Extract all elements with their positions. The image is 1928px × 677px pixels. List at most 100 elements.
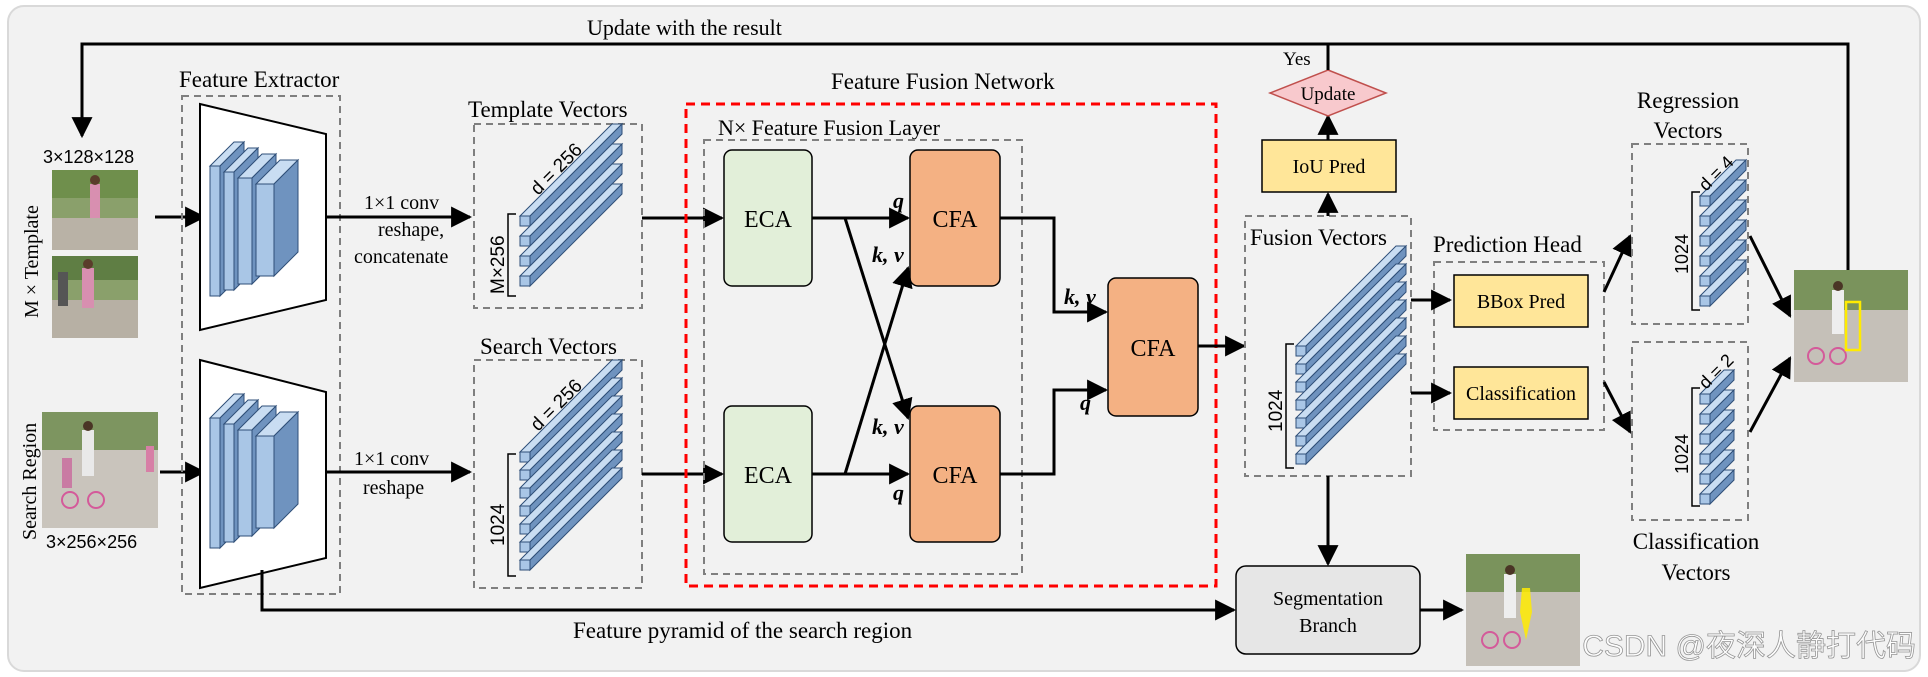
template-backbone bbox=[199, 102, 327, 332]
classification-vector-bar bbox=[1698, 388, 1736, 426]
yes-label: Yes bbox=[1283, 49, 1311, 70]
fusion-vectors-title: Fusion Vectors bbox=[1250, 225, 1387, 250]
classification-vector-stack bbox=[1698, 368, 1736, 506]
search-side-label: Search Region bbox=[19, 423, 41, 540]
classification-title-2: Vectors bbox=[1662, 560, 1731, 585]
classification-vector-bar bbox=[1698, 408, 1736, 446]
search-image bbox=[42, 412, 158, 528]
search-backbone bbox=[199, 358, 327, 590]
q-bottom-label: q bbox=[893, 480, 904, 505]
fusion-network-title: Feature Fusion Network bbox=[831, 69, 1055, 94]
regression-vector-bar bbox=[1698, 178, 1748, 228]
prediction-head-box bbox=[1433, 261, 1605, 431]
output-image bbox=[1794, 270, 1908, 382]
template-vector-bar bbox=[518, 122, 624, 228]
search-n-label: 1024 bbox=[488, 503, 509, 546]
classification-to-output-arrow bbox=[1748, 356, 1792, 433]
eca-top-to-cfa-bottom bbox=[843, 217, 913, 421]
regression-vector-stack bbox=[1698, 158, 1748, 308]
search-vectors-bracket bbox=[507, 453, 516, 577]
kv-top-label: k, v bbox=[872, 242, 904, 267]
iou-pred-block bbox=[1261, 139, 1397, 193]
template-side-label: M × Template bbox=[21, 205, 43, 318]
segmentation-line1: Segmentation bbox=[1273, 588, 1383, 610]
fusion-vector-bar bbox=[1294, 352, 1408, 466]
segmentation-block bbox=[1235, 565, 1421, 655]
regression-vector-bar bbox=[1698, 218, 1748, 268]
pyramid-label: Feature pyramid of the search region bbox=[573, 618, 913, 643]
regression-to-output-arrow bbox=[1748, 235, 1792, 318]
classification-bracket bbox=[1691, 387, 1700, 507]
regression-title-1: Regression bbox=[1637, 88, 1740, 113]
fusion-vector-stack bbox=[1294, 244, 1408, 466]
cfa-bottom-to-final bbox=[1000, 379, 1109, 476]
kv-bottom-label: k, v bbox=[872, 414, 904, 439]
watermark: CSDN @夜深人静打代码 bbox=[1582, 630, 1916, 663]
regression-n-label: 1024 bbox=[1672, 234, 1692, 274]
classification-vector-bar bbox=[1698, 448, 1736, 486]
regression-vectors-box bbox=[1631, 143, 1749, 325]
final-cfa-label: CFA bbox=[1131, 336, 1177, 362]
bbox-to-regression-arrow bbox=[1602, 234, 1632, 293]
feedback-label: Update with the result bbox=[587, 15, 782, 40]
classification-vector-bar bbox=[1698, 428, 1736, 466]
fusion-layer-box bbox=[703, 139, 1023, 575]
template-vectors-bracket bbox=[507, 213, 516, 297]
template-vectors-title: Template Vectors bbox=[468, 97, 628, 122]
search-vector-stack bbox=[518, 358, 624, 572]
template-size-label: 3×128×128 bbox=[43, 147, 134, 167]
eca-bottom-to-cfa-top bbox=[843, 265, 913, 475]
eca-bottom-label: ECA bbox=[744, 463, 793, 489]
cfa-top-label: CFA bbox=[933, 207, 979, 233]
segmentation-line2: Branch bbox=[1299, 615, 1357, 637]
classification-label: Classification bbox=[1466, 383, 1576, 405]
final-q-label: q bbox=[1080, 390, 1091, 415]
template-vectors-box bbox=[473, 123, 643, 309]
background-panel bbox=[7, 5, 1921, 672]
cfa-top-to-final bbox=[1000, 216, 1109, 323]
fusion-layer-title: N× Feature Fusion Layer bbox=[718, 115, 941, 140]
regression-vector-bar bbox=[1698, 158, 1748, 208]
search-backbone-layer bbox=[254, 410, 300, 530]
regression-vector-bar bbox=[1698, 258, 1748, 308]
classification-block bbox=[1453, 366, 1589, 420]
update-label: Update bbox=[1301, 84, 1356, 105]
pyramid-line bbox=[260, 570, 1237, 621]
search-conv-line2: reshape bbox=[363, 477, 424, 499]
classification-vector-bar bbox=[1698, 368, 1736, 406]
regression-bracket bbox=[1691, 191, 1700, 311]
segmentation-mask-image bbox=[1466, 554, 1580, 666]
regression-title-2: Vectors bbox=[1654, 118, 1723, 143]
template-backbone-layer bbox=[254, 158, 300, 278]
feedback-line bbox=[71, 42, 1850, 272]
template-vector-bar bbox=[518, 142, 624, 248]
cls-to-classification-arrow bbox=[1602, 381, 1632, 434]
search-conv-line1: 1×1 conv bbox=[354, 448, 429, 470]
feature-extractor-title: Feature Extractor bbox=[179, 67, 340, 92]
classification-vector-bar bbox=[1698, 468, 1736, 506]
bbox-pred-label: BBox Pred bbox=[1477, 291, 1565, 313]
regression-vector-bar bbox=[1698, 198, 1748, 248]
cfa-bottom-label: CFA bbox=[933, 463, 979, 489]
search-vectors-title: Search Vectors bbox=[480, 334, 617, 359]
classification-n-label: 1024 bbox=[1672, 434, 1692, 474]
regression-vector-bar bbox=[1698, 238, 1748, 288]
classification-title-1: Classification bbox=[1633, 529, 1760, 554]
template-conv-line1: 1×1 conv bbox=[364, 192, 439, 214]
fusion-vectors-bracket bbox=[1285, 343, 1294, 469]
iou-pred-label: IoU Pred bbox=[1293, 156, 1366, 178]
prediction-head-title: Prediction Head bbox=[1433, 232, 1582, 257]
eca-top-label: ECA bbox=[744, 207, 793, 233]
classification-vectors-box bbox=[1631, 341, 1749, 521]
q-top-label: q bbox=[893, 188, 904, 213]
fusion-n-label: 1024 bbox=[1266, 389, 1287, 432]
template-image-1 bbox=[52, 170, 138, 250]
bbox-pred-block bbox=[1453, 274, 1589, 328]
update-diamond bbox=[1267, 69, 1389, 117]
final-kv-label: k, v bbox=[1064, 284, 1096, 309]
template-vector-bar bbox=[518, 162, 624, 268]
search-size-label: 3×256×256 bbox=[46, 532, 137, 552]
search-vector-bar bbox=[518, 466, 624, 572]
template-image-2 bbox=[52, 256, 138, 338]
